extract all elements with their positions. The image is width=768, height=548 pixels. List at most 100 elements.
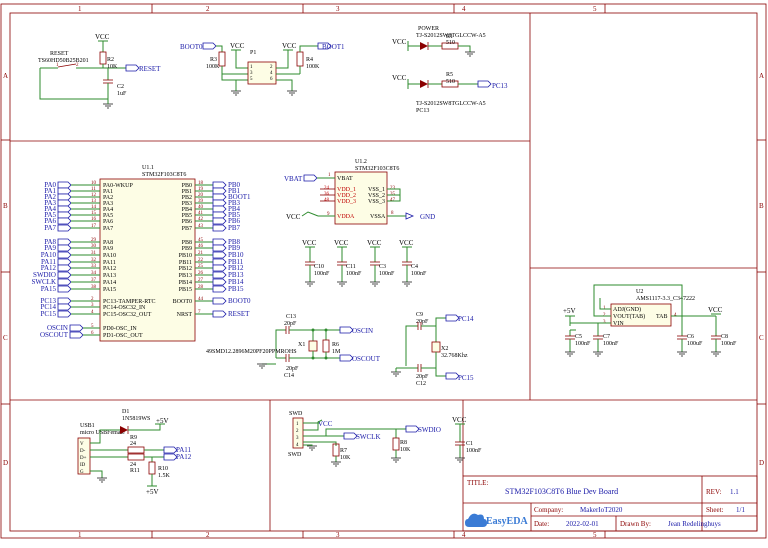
pin-name: PA9 [103, 246, 113, 252]
net-5v: +5V [146, 488, 159, 496]
svg-text:2: 2 [270, 65, 273, 70]
vcc-label: VCC [392, 38, 407, 46]
r7-ref: R7 [340, 448, 347, 454]
net-flag-pb10 [212, 251, 227, 259]
rev-value: 1.1 [730, 488, 739, 496]
pin-name: PC15-OSC32_OUT [103, 312, 152, 318]
vcc-label: VCC [708, 306, 723, 314]
cap-ref: C6 [687, 334, 694, 340]
net-flag-swclk [57, 278, 72, 286]
net-flag-pa7 [57, 224, 72, 232]
r10-val: 1.5K [158, 473, 171, 479]
net-flag-pb14 [212, 278, 227, 286]
c2-val: 1uF [117, 91, 127, 97]
pin-name: PB8 [182, 240, 192, 246]
svg-text:D+: D+ [80, 456, 87, 461]
pin-name: PB6 [182, 219, 192, 225]
pin-name: BOOT0 [173, 299, 192, 305]
cap-val: 100nF [411, 271, 427, 277]
power-led-ref: POWER [418, 26, 439, 32]
cap-ref: C3 [379, 264, 386, 270]
vcc-label: VCC [282, 42, 297, 50]
net-flag-pb12 [212, 264, 227, 272]
net-flag-pb8 [212, 238, 227, 246]
pin-number: 16 [91, 217, 97, 222]
reset-switch-ref: RESET [50, 51, 69, 57]
row-label: A [759, 72, 764, 80]
col-label: 4 [462, 531, 466, 539]
x2-ref: X2 [441, 346, 448, 352]
drawn-label: Drawn By: [620, 520, 651, 528]
r11-ref: R11 [130, 468, 140, 474]
pin-name: PB5 [182, 213, 192, 219]
net-vcc: VCC [318, 420, 333, 428]
net-flag-pb9 [212, 244, 227, 252]
r1-val: 510 [446, 40, 455, 46]
net-pc15: PC15 [40, 310, 56, 318]
swd-ref: SWD [289, 411, 303, 417]
pin-number: 34 [91, 271, 97, 276]
net-flag-pb11 [212, 258, 227, 266]
u1-1-part: STM32F103C8T6 [142, 172, 186, 178]
sheet-value: 1/1 [736, 506, 745, 514]
net-flag-boot0 [212, 297, 227, 305]
svg-text:VSS_1: VSS_1 [368, 187, 385, 193]
pin-name: PD0-OSC_IN [103, 326, 137, 332]
net-flag-pa5 [57, 211, 72, 219]
net-flag-pc15 [57, 310, 72, 318]
r2-val: 10K [107, 64, 118, 70]
r7-val: 10K [340, 455, 351, 461]
svg-text:2: 2 [76, 63, 79, 68]
r1-ref: R1 [446, 34, 453, 40]
pin-name: PD1-OSC_OUT [103, 333, 143, 339]
vcc-label: VCC [392, 74, 407, 82]
net-pb11: PB11 [228, 258, 244, 266]
svg-text:VSSA: VSSA [370, 214, 386, 220]
c12-ref: C12 [416, 381, 426, 387]
c2-ref: C2 [117, 84, 124, 90]
net-flag-pb5 [212, 211, 227, 219]
svg-text:G: G [80, 470, 84, 475]
row-label: C [759, 334, 764, 342]
net-vbat: VBAT [284, 175, 303, 183]
c13-val: 20pF [284, 321, 297, 327]
svg-text:1: 1 [296, 422, 299, 427]
vcc-label: VCC [334, 239, 349, 247]
svg-text:1: 1 [328, 173, 331, 178]
svg-text:VIN: VIN [613, 321, 624, 327]
vcc-label: VCC [302, 239, 317, 247]
pin-number: 45 [198, 238, 204, 243]
vcc-label: VCC [452, 416, 467, 424]
net-flag-pa2 [57, 193, 72, 201]
pin-number: 22 [198, 258, 204, 263]
net-pa3: PA3 [44, 199, 56, 207]
net-pb9: PB9 [228, 244, 241, 252]
svg-text:4: 4 [270, 71, 273, 76]
cap-ref: C4 [411, 264, 418, 270]
pin-number: 30 [91, 244, 97, 249]
net-pb14: PB14 [228, 278, 244, 286]
svg-text:9: 9 [327, 212, 330, 217]
svg-text:24: 24 [324, 186, 330, 191]
net-pa15: PA15 [41, 285, 57, 293]
company-value: MakerIoT2020 [580, 506, 623, 514]
pin-name: PB3 [182, 201, 192, 207]
net-flag-pa11 [57, 258, 72, 266]
net-pb3: PB3 [228, 199, 241, 207]
pin-number: 15 [91, 211, 97, 216]
u1-2-ref: U1.2 [355, 159, 367, 165]
net-flag-pa3 [57, 199, 72, 207]
r3-val: 100K [206, 64, 220, 70]
x1-part: 49SMD12.2896M20PF20PPMROHS [206, 349, 297, 355]
svg-text:36: 36 [324, 192, 330, 197]
pin-number: 7 [198, 310, 201, 315]
cap-val: 100nF [721, 341, 737, 347]
pin-number: 12 [91, 193, 97, 198]
net-pa1: PA1 [44, 187, 56, 195]
col-label: 5 [593, 531, 597, 539]
net-pa12: PA12 [176, 453, 192, 461]
net-flag-oscout [69, 331, 84, 339]
pin-name: PC14-OSC32_IN [103, 305, 146, 311]
c1-val: 100nF [466, 448, 482, 454]
reset-switch-part: TS60HD50B25B201 [38, 58, 89, 64]
